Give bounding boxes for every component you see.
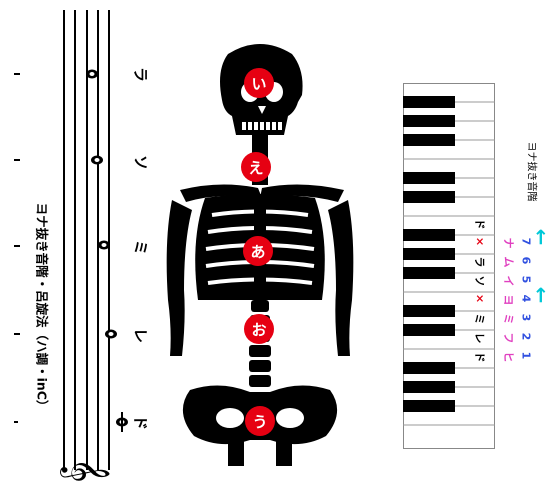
key-x2: ×: [474, 235, 487, 249]
hifumi-7: ナ: [501, 236, 517, 250]
number-2: 2: [520, 330, 533, 344]
point-a: あ: [243, 236, 273, 266]
hifumi-2: フ: [501, 331, 517, 345]
hifumi-3: ミ: [501, 312, 517, 326]
point-o: お: [244, 314, 274, 344]
point-u: う: [245, 406, 275, 436]
page-title: ヨナ抜き音階・呂旋法（ハ調・inC）: [34, 203, 53, 413]
staff-area: 𝄞 ヨナ抜き音階・呂旋法（ハ調・inC） ド レ ミ ソ ラ: [0, 0, 150, 486]
key-mi: ミ: [472, 312, 488, 326]
treble-clef-icon: 𝄞: [60, 458, 111, 483]
staff-svg: 𝄞: [0, 0, 150, 486]
number-5: 5: [520, 273, 533, 287]
side-label: ヨナ抜き音階: [526, 117, 541, 227]
syllable-mi: ミ: [131, 238, 152, 258]
syllable-do: ド: [131, 413, 152, 433]
number-3: 3: [520, 311, 533, 325]
key-re: レ: [472, 331, 488, 345]
piano-keyboard: ド レ ミ × ソ ラ × ド: [403, 83, 495, 449]
hifumi-4: ヨ: [501, 293, 517, 307]
key-so: ソ: [472, 274, 488, 288]
syllable-ra: ラ: [131, 65, 152, 85]
key-ra: ラ: [472, 255, 488, 269]
hifumi-6: ム: [501, 255, 517, 269]
skeleton-figure: い え あ お う: [150, 40, 380, 486]
syllable-re: レ: [131, 326, 152, 346]
number-1: 1: [520, 349, 533, 363]
point-i: い: [244, 68, 274, 98]
key-do-high: ド: [472, 217, 488, 231]
number-6: 6: [520, 254, 533, 268]
point-e: え: [241, 152, 271, 182]
syllable-so: ソ: [131, 153, 152, 173]
arrow-icon: ←: [529, 229, 550, 246]
key-do: ド: [472, 350, 488, 364]
hifumi-1: ヒ: [501, 350, 517, 364]
key-x1: ×: [474, 292, 487, 306]
hifumi-5: イ: [501, 274, 517, 288]
arrow-icon: ←: [529, 287, 550, 304]
